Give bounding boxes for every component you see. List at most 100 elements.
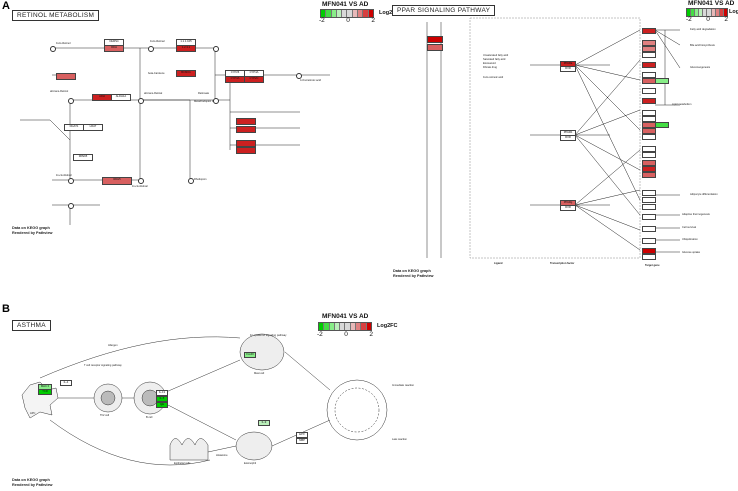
ppar-ligand-5: 9-cis-retinoic acid [483,76,504,79]
gene-1-2-3-1-top: 1.2.3.1 [176,45,196,52]
legend-swatch [340,323,346,330]
target-gene [642,52,656,58]
asthma-label-apc: APC [30,412,36,415]
ppar-ligand-1: Unsaturated fatty acid [483,54,509,57]
legend-swatch [321,10,327,17]
target-gene [642,28,656,34]
asthma-label-tcr-pathway: T cell receptor signaling pathway [84,364,122,367]
ppar-axis-tf: Transcription factor [550,262,575,265]
legend-swatch [711,9,716,16]
ppar-tf-rxr-1: RXR [560,66,576,72]
asthma-gene-epx: EPX [296,432,308,438]
target-gene [642,248,656,254]
legend-swatch [326,10,332,17]
ppar-target-adaptive-thermogenesis: Adaptive thermogenesis [682,213,710,216]
asthma-footer-2: Rendered by Pathview [12,483,53,487]
legend-swatch [366,323,371,330]
asthma-gene-ige: IgE [156,402,168,408]
asthma-label-mastcell: Mast cell [254,372,265,375]
ppar-target-ubiquitination: Ubiquitination [682,238,698,241]
asthma-gene-il5: IL-5 [156,396,168,402]
legend-swatch [356,323,362,330]
compound-node [148,46,154,52]
gene-red-left [56,73,76,80]
gene-cyp2c: CYP2C [244,76,264,83]
asthma-logfc-label: Log2FC [377,323,398,329]
target-gene [642,254,656,260]
legend-swatch [723,9,727,16]
retinol-footer-2: Rendered by Pathview [12,231,53,235]
ppar-footer-2: Rendered by Pathview [393,274,434,278]
ppar-target-glucose-uptake: Glucose uptake [682,251,701,254]
panel-b-letter: B [2,303,10,315]
compound-node [68,203,74,209]
compound-retinoate: Retinoate [198,92,210,95]
tick: -2 [317,331,323,338]
legend-swatch [695,9,700,16]
ppar-axis-ligand: Ligand [494,262,503,265]
asthma-gene-mbp: MBP [296,438,308,444]
tick: 0 [346,17,350,24]
asthma-gene-fceri: FceRI [244,352,256,358]
tick: 0 [706,16,710,23]
legend-swatch [707,9,712,16]
target-gene [642,204,656,210]
ppar-target-bile-acid: Bile acid biosynthesis [690,44,715,47]
compound-node [213,98,219,104]
legend-swatch [331,10,337,17]
legend-swatch [334,323,341,330]
tick: 2 [371,17,375,24]
target-gene [642,128,656,134]
panel-a-letter: A [2,0,10,12]
retinol-legend-bar [320,9,374,18]
tick: 2 [724,16,728,23]
gene-cyp-red-2 [236,126,256,133]
legend-swatch [719,9,724,16]
ppar-target-adipocyte-differentiation: Adipocyte differentiation [690,193,718,196]
target-gene [642,197,656,203]
compound-node [138,98,144,104]
asthma-label-histamine: Histamine [216,454,228,457]
ppar-title: PPAR SIGNALING PATHWAY [392,5,496,16]
compound-node [68,98,74,104]
ppar-target-gluconeogenesis: Gluconeogenesis [690,66,711,69]
compound-9-cis-retinal: 9-cis-Retinal [150,40,165,43]
target-gene [642,226,656,232]
asthma-label-immediate: Immediate reaction [392,384,415,387]
ppar-target-fatty-acid-degradation: Fatty acid degradation [690,28,716,31]
target-gene [642,98,656,104]
compound-all-trans-retinol: all-trans-Retinol [50,90,69,93]
compound-node [188,178,194,184]
legend-swatch [342,10,348,17]
gene-rdh: RDH [104,45,124,52]
ppar-tf-rxr-3: RXR [560,205,576,211]
compound-node [296,73,302,79]
compound-node [50,46,56,52]
legend-swatch [687,9,692,16]
target-gene [642,110,656,116]
ppar-target-lipid-metabolism: Lipid metabolism [672,103,692,106]
target-gene [642,238,656,244]
target-gene [642,146,656,152]
legend-swatch [691,9,696,16]
asthma-label-fcer-pathway: Fc epsilon RI signaling pathway [250,334,287,337]
target-gene [642,172,656,178]
asthma-label-late: Late reaction [392,438,407,441]
compound-11-cis-retinal: 11-cis-Retinal [132,185,148,188]
gene-rdh5: RDH5 [102,177,132,185]
gene-aldh1a: ALDH1A [111,94,131,101]
gene-cyp-red-4 [236,147,256,154]
gene-cyp-red-1 [236,118,256,125]
legend-swatch [715,9,720,16]
ppar-left-red-1 [427,36,443,43]
asthma-gene-tcr: TCR [38,389,52,395]
target-gene [642,62,656,68]
compound-4-oxoretinoic: 4-Oxoretinoic acid [300,79,321,82]
ppar-ligand-3: Eicosanoid [483,62,496,65]
legend-swatch [350,323,357,330]
asthma-footer-1: Data on KEGG graph [12,478,50,482]
legend-swatch [352,10,359,17]
